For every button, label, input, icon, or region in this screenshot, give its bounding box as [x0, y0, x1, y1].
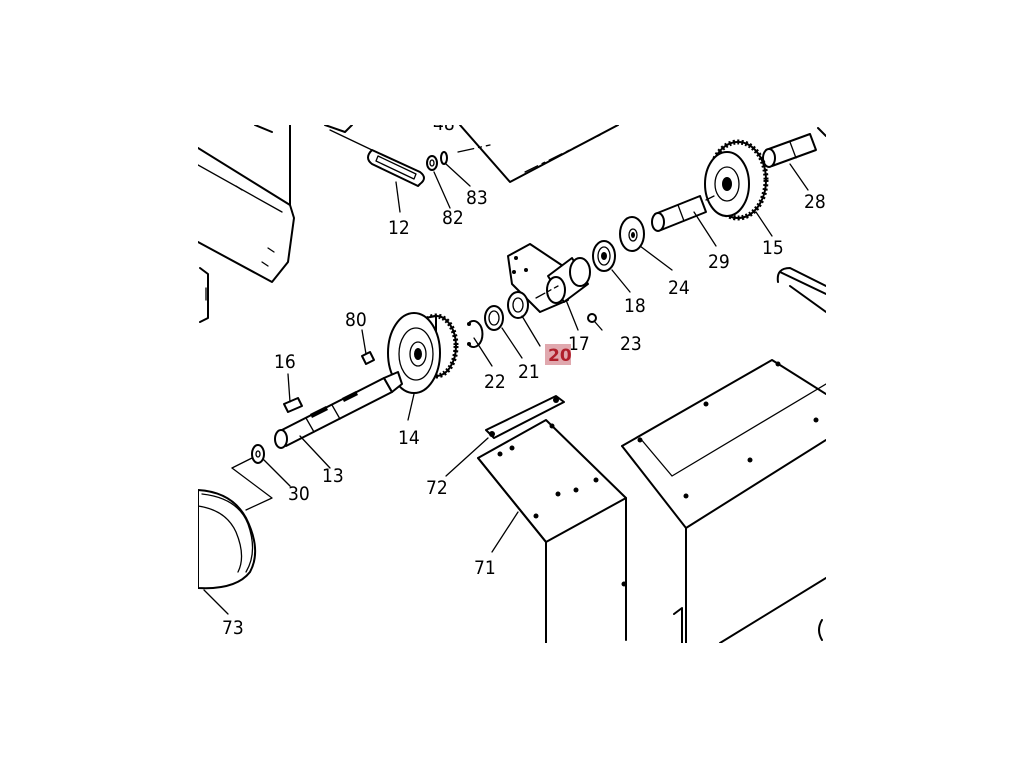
- part-71-panel: [477, 419, 627, 643]
- label-14: 14: [398, 427, 420, 449]
- label-17: 17: [568, 333, 590, 355]
- part-30-washer: [231, 444, 273, 511]
- part-20-washer: [507, 291, 529, 319]
- upper-cover-plate: [457, 125, 619, 183]
- leader-lines: [203, 163, 809, 615]
- label-80: 80: [345, 309, 367, 331]
- part-14-pulley: [387, 312, 459, 394]
- part-22-circlip: [467, 320, 484, 348]
- label-20-highlight: [545, 344, 571, 365]
- label-71: 71: [474, 557, 496, 579]
- part-16-key: [283, 397, 303, 413]
- part-12-key: [329, 129, 425, 187]
- part-73-drum: [198, 489, 257, 590]
- label-cropped-48: 48: [433, 113, 455, 135]
- label-22: 22: [484, 371, 506, 393]
- label-20: 20: [548, 346, 572, 366]
- part-80-screw: [361, 351, 375, 365]
- label-28: 28: [804, 191, 826, 213]
- part-18-bearing: [592, 240, 616, 272]
- part-labels: 48 12 82 83 28 15 29 24 18 17 23 20 21 2…: [222, 113, 826, 639]
- label-73: 73: [222, 617, 244, 639]
- label-30: 30: [288, 483, 310, 505]
- upper-left-housing: [198, 125, 353, 323]
- label-24: 24: [668, 277, 690, 299]
- label-13: 13: [322, 465, 344, 487]
- part-24-washer: [619, 216, 645, 252]
- part-17-bracket: [507, 243, 591, 313]
- drawing-area: 48 12 82 83 28 15 29 24 18 17 23 20 21 2…: [198, 113, 826, 643]
- part-82-washer: [426, 155, 438, 171]
- part-72-strip: [485, 395, 565, 439]
- part-15-gear: [704, 139, 769, 221]
- part-28-pin: [762, 127, 826, 168]
- part-23-screw: [587, 313, 603, 331]
- part-21-washer: [484, 305, 504, 331]
- label-29: 29: [708, 251, 730, 273]
- label-12: 12: [388, 217, 410, 239]
- label-18: 18: [624, 295, 646, 317]
- part-29-shaft: [651, 195, 715, 232]
- label-72: 72: [426, 477, 448, 499]
- right-side-arm: [776, 267, 826, 313]
- label-82: 82: [442, 207, 464, 229]
- label-21: 21: [518, 361, 540, 383]
- label-83: 83: [466, 187, 488, 209]
- label-15: 15: [762, 237, 784, 259]
- label-23: 23: [620, 333, 642, 355]
- part-83-ring: [440, 151, 448, 165]
- part-13-shaft: [274, 371, 403, 449]
- right-cabinet: [621, 359, 826, 643]
- label-16: 16: [274, 351, 296, 373]
